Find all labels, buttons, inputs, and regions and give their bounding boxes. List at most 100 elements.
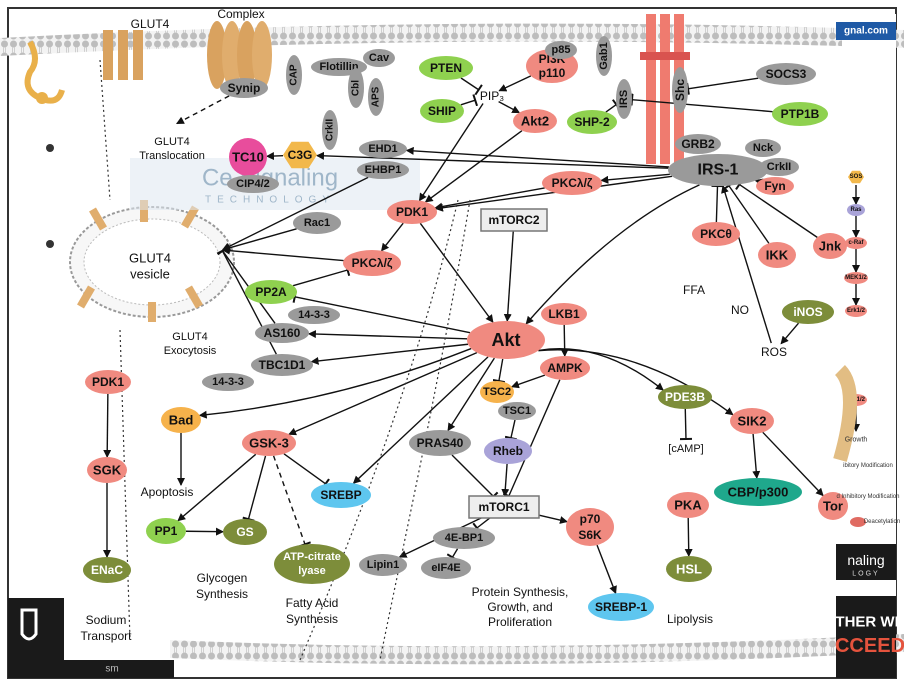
node-shape-tc10 (229, 138, 267, 176)
bullet-1-icon (46, 144, 54, 152)
footer-right (836, 596, 896, 678)
edge-lkb1-to-ampk (560, 324, 569, 357)
node-shape-c3g (283, 141, 317, 169)
node-shape-mini-ras (847, 204, 865, 216)
node-shape-torc (818, 492, 848, 520)
node-shape-pdk1-center (387, 200, 437, 224)
node-pten: PTEN (419, 56, 473, 80)
node-ship: SHIP (420, 99, 464, 123)
edge-irs1-to-c3g (315, 151, 669, 169)
node-jnk: Jnk (813, 233, 847, 259)
label-pkclz-left: PKCλ/ζ (352, 256, 393, 270)
label-p1433-a: 14-3-3 (298, 309, 330, 321)
edge-pkclz_top-to-pdk1_center (434, 187, 545, 211)
label-p70: p70 (580, 512, 601, 526)
node-mtorc2: mTORC2 (480, 208, 548, 232)
node-shape-irs-v (616, 79, 632, 119)
node-shape-fyn (756, 177, 794, 195)
edge-pde3b-to-campPt (679, 408, 692, 441)
plasma-membrane-bottom (170, 634, 904, 665)
edge-ros-to-irs1 (721, 184, 772, 344)
text-complex: Complex (217, 7, 264, 21)
signal-url-text: gnal.com (844, 26, 888, 37)
node-shape-cbp (714, 478, 802, 506)
node-inos: iNOS (782, 300, 834, 324)
footer-right-line-2: CCEED (835, 635, 904, 657)
text-lipolysis: Lipolysis (667, 612, 713, 626)
text-apoptosis: Apoptosis (141, 485, 194, 499)
node-shape-shc (672, 67, 688, 113)
node-pkctheta: PKCθ (692, 222, 740, 246)
node-tbc1d1: TBC1D1 (251, 354, 313, 376)
label-shp2: SHP-2 (574, 115, 610, 129)
edge-akt-to-gsk3 (288, 352, 478, 436)
label-aps: APS (371, 86, 382, 107)
label-cip42: CIP4/2 (236, 178, 270, 190)
edge-pdk1_center-to-pkclz_left (381, 222, 404, 252)
node-p85: p85 (545, 41, 577, 59)
node-shape-aps (368, 78, 384, 116)
node-shp2: SHP-2 (567, 110, 617, 134)
label-mini-erk1: Erk1/2 (847, 308, 866, 314)
node-lkb1: LKB1 (541, 303, 587, 325)
label-sgk: SGK (93, 463, 122, 478)
label-crkii: CrkII (767, 161, 791, 173)
node-gab1: Gab1 (596, 36, 612, 76)
label-ehbp1: EHBP1 (365, 164, 402, 176)
edge-socs3-to-shc (686, 77, 759, 95)
node-crkii-v: CrkII (322, 110, 338, 150)
edge-irs1-to-pkclz_top (600, 173, 670, 184)
node-hsl: HSL (666, 556, 712, 582)
label-pka: PKA (674, 498, 702, 513)
edge-rac1-to-vesicleR (222, 228, 297, 252)
bullet-2-icon (46, 240, 54, 248)
node-shape-sgk (87, 457, 127, 483)
decor-dot-icon (36, 92, 48, 104)
label-shc: Shc (673, 79, 687, 101)
node-sik2: SIK2 (730, 408, 774, 434)
node-aps: APS (368, 78, 384, 116)
node-ehbp1: EHBP1 (357, 161, 409, 179)
label-pdk1-left: PDK1 (92, 375, 124, 389)
node-shape-p1433-a (288, 306, 340, 324)
label-hsl: HSL (676, 562, 702, 577)
label-rac1: Rac1 (304, 217, 330, 229)
footer-left-strip (64, 660, 174, 678)
node-shape-rac1 (293, 212, 341, 234)
node-shape-srebp (311, 482, 371, 508)
label-atp-citrate: ATP-citrate (283, 551, 341, 563)
node-shape-rheb (484, 438, 532, 464)
text-glycogen-1: Glycogen (197, 571, 248, 585)
label-pp2a: PP2A (255, 285, 287, 299)
node-tsc2: TSC2 (480, 381, 514, 403)
node-torc: Tor (818, 492, 848, 520)
glut4-vesicle (69, 200, 235, 322)
node-srebp: SREBP (311, 482, 371, 508)
label-mini-sos: SOS (850, 174, 863, 180)
edge-pip3-to-akt2 (498, 101, 521, 114)
node-shape-ikk (758, 242, 796, 268)
node-shape-cav (363, 49, 395, 67)
node-as160: AS160 (255, 323, 309, 343)
label-crkii-v: CrkII (325, 119, 336, 141)
node-shape-gsk3 (242, 430, 296, 456)
edge-pdk1_left-to-sgk (103, 393, 112, 458)
legend-swatch (850, 517, 866, 527)
edge-fyn-to-irs1 (754, 178, 764, 187)
node-shape-p1433-b (202, 373, 254, 391)
node-nck: Nck (745, 139, 781, 157)
node-shape-pdk1-left (85, 370, 131, 394)
node-sgk: SGK (87, 457, 127, 483)
footer-right-line-1: THER WE (835, 614, 904, 631)
label-srebp: SREBP (320, 488, 361, 502)
edge-akt-to-srebp (352, 356, 489, 484)
node-irs1: IRS-1 (668, 154, 768, 186)
node-mini-craf: c-Raf (845, 237, 867, 249)
node-shape-pkclz-top (542, 171, 602, 195)
edge-akt-to-tbc1d1 (310, 343, 469, 365)
label-tbc1d1: TBC1D1 (259, 358, 306, 372)
label-gs: GS (236, 525, 253, 539)
